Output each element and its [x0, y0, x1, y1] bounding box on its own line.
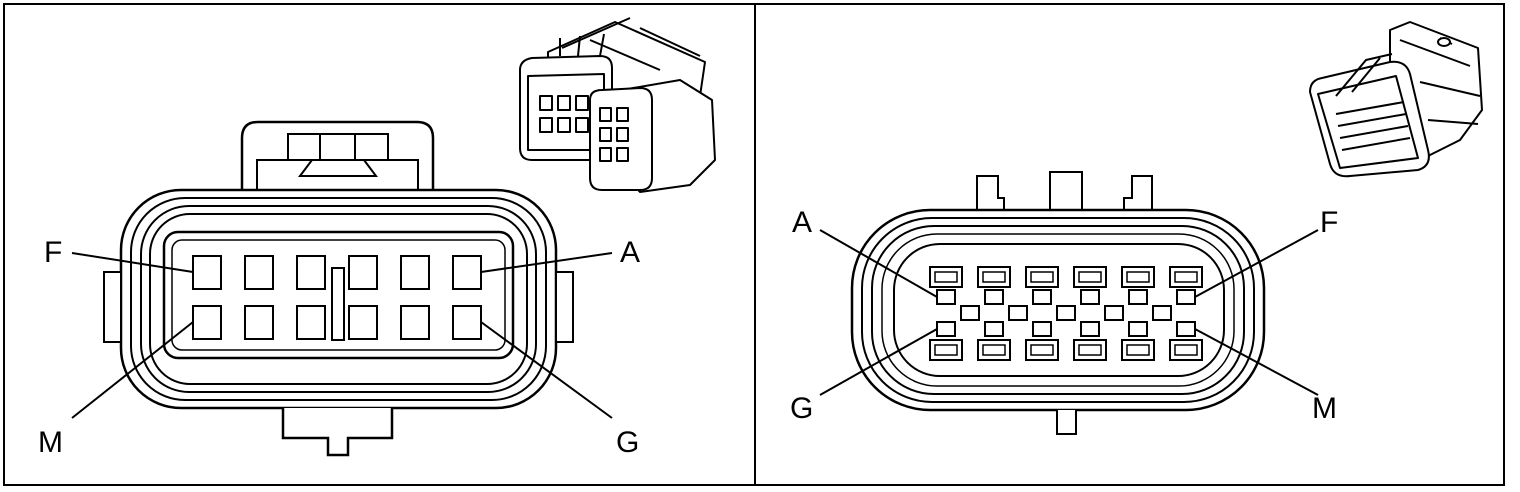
left-pin-cavity [244, 255, 274, 290]
left-pin-grid [192, 255, 482, 340]
pin-label-top-right: F [1320, 206, 1338, 239]
left-pin-cavity [296, 305, 326, 340]
right-pin-cavity [1169, 266, 1203, 288]
left-pin-cavity [296, 255, 326, 290]
left-connector-housing [103, 188, 574, 457]
left-pin-cavity [452, 305, 482, 340]
left-connector-panel: F A M G [38, 17, 716, 459]
right-pin-cavity [977, 266, 1011, 288]
pin-label-bottom-right: G [616, 426, 639, 459]
left-connector-latch [240, 120, 435, 200]
left-connector-3d-view [519, 17, 716, 193]
left-pin-cavity [400, 305, 430, 340]
pin-label-top-right: A [620, 236, 640, 269]
right-pin-cavity [1169, 339, 1203, 361]
pin-label-bottom-right: M [1312, 392, 1337, 425]
right-connector-panel: A F G M [790, 21, 1483, 435]
pin-label-top-left: F [44, 236, 62, 269]
left-pin-cavity [244, 305, 274, 340]
left-pin-cavity [348, 305, 378, 340]
left-pin-cavity [452, 255, 482, 290]
right-connector-clips [976, 171, 1153, 213]
left-pin-cavity [348, 255, 378, 290]
pin-label-top-left: A [792, 206, 812, 239]
right-pin-cavity [1121, 266, 1155, 288]
pin-label-bottom-left: G [790, 392, 813, 425]
right-pin-cavity [977, 339, 1011, 361]
left-pin-cavity [400, 255, 430, 290]
left-pin-cavity [192, 255, 222, 290]
left-pin-cavity [192, 305, 222, 340]
right-pin-cavity [1073, 266, 1107, 288]
right-pin-grid [929, 266, 1203, 361]
right-connector-housing [850, 208, 1266, 435]
right-pin-cavity [1025, 266, 1059, 288]
right-pin-cavity [929, 266, 963, 288]
left-leader-lines [71, 252, 613, 419]
right-leader-lines [819, 229, 1319, 396]
pin-label-bottom-left: M [38, 426, 63, 459]
right-pin-cavity [1025, 339, 1059, 361]
right-pin-cavity [1073, 339, 1107, 361]
right-pin-cavity [929, 339, 963, 361]
right-connector-3d-view [1309, 21, 1483, 178]
right-pin-cavity [1121, 339, 1155, 361]
